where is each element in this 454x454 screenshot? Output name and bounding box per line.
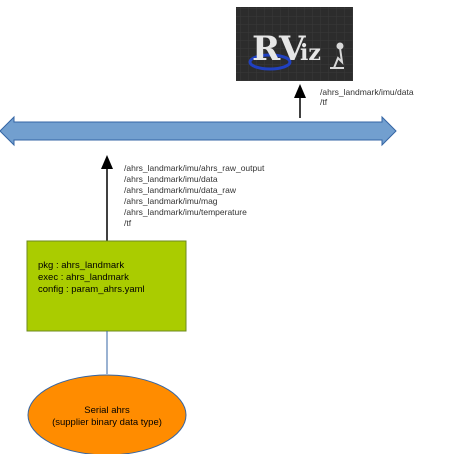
rviz-logo-text-small: iz [300, 40, 321, 66]
ahrs-node-box [26, 240, 187, 332]
ros-topic-bus [0, 115, 397, 147]
serial-ahrs-label: Serial ahrs [84, 405, 130, 416]
node-pkg-label: pkg : ahrs_landmark [38, 260, 124, 271]
rviz-logo-ring [248, 53, 292, 71]
rviz-logo: RV iz [236, 7, 353, 81]
robot-arm-icon [330, 42, 344, 69]
published-topic: /ahrs_landmark/imu/data_raw [124, 185, 237, 195]
node-exec-label: exec : ahrs_landmark [38, 272, 129, 283]
node-config-label: config : param_ahrs.yaml [38, 284, 145, 295]
rviz-topic-list: /ahrs_landmark/imu/data /tf [320, 87, 414, 107]
bus-to-rviz-arrow [294, 84, 306, 118]
published-topic-list: /ahrs_landmark/imu/ahrs_raw_output /ahrs… [124, 163, 265, 228]
published-topic: /ahrs_landmark/imu/mag [124, 196, 218, 206]
rviz-topic: /ahrs_landmark/imu/data [320, 87, 414, 97]
serial-ahrs-ellipse [27, 374, 187, 454]
published-topic: /ahrs_landmark/imu/ahrs_raw_output [124, 163, 265, 173]
serial-ahrs-source: Serial ahrs (supplier binary data type) [27, 374, 187, 454]
serial-ahrs-sublabel: (supplier binary data type) [52, 417, 162, 428]
published-topic: /ahrs_landmark/imu/temperature [124, 207, 247, 217]
published-topic: /tf [124, 218, 132, 228]
rviz-logo-text-big: RV [252, 29, 306, 69]
node-to-bus-arrow [101, 155, 113, 241]
rviz-topic: /tf [320, 97, 328, 107]
ahrs-node: pkg : ahrs_landmark exec : ahrs_landmark… [26, 240, 187, 332]
published-topic: /ahrs_landmark/imu/data [124, 174, 218, 184]
